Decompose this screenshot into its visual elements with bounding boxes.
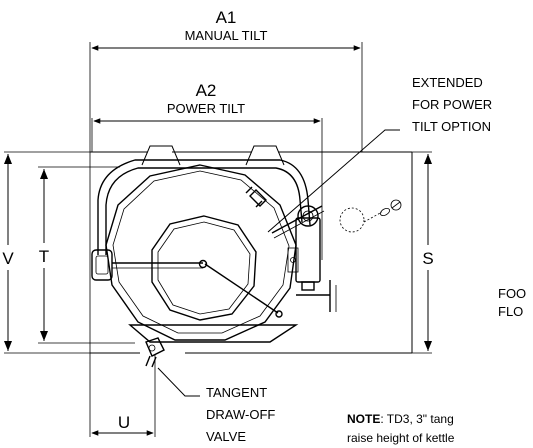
dimension-t: T xyxy=(39,169,49,341)
label-foo: FOO xyxy=(498,286,526,301)
label-power-tilt: POWER TILT xyxy=(167,101,245,116)
label-a1: A1 xyxy=(216,8,237,27)
dimension-s: S xyxy=(422,154,434,351)
dimension-v: V xyxy=(2,154,14,351)
label-u: U xyxy=(118,413,130,432)
label-t: T xyxy=(39,247,49,266)
label-draw-off: DRAW-OFF xyxy=(206,407,275,422)
callout-floor: FOO FLO xyxy=(498,286,526,319)
kettle-frame xyxy=(90,145,413,354)
kettle-body xyxy=(91,159,311,343)
dimension-a2: A2 POWER TILT xyxy=(93,81,321,124)
label-a2: A2 xyxy=(196,81,217,100)
note-line-2: raise height of kettle xyxy=(347,431,455,445)
label-v: V xyxy=(2,249,14,268)
note-line-1: NOTE: TD3, 3" tang xyxy=(347,412,454,426)
label-manual-tilt: MANUAL TILT xyxy=(185,28,268,43)
power-tilt-gearbox xyxy=(245,186,402,312)
callout-tangent: TANGENT DRAW-OFF VALVE xyxy=(206,385,275,444)
label-s: S xyxy=(422,249,433,268)
note-text-1: : TD3, 3" tang xyxy=(380,412,453,426)
dimension-u: U xyxy=(91,413,154,436)
label-valve: VALVE xyxy=(206,429,246,444)
note: NOTE: TD3, 3" tang raise height of kettl… xyxy=(347,412,455,445)
label-for-power: FOR POWER xyxy=(412,97,492,112)
note-label: NOTE xyxy=(347,412,380,426)
label-flo: FLO xyxy=(498,304,523,319)
label-extended: EXTENDED xyxy=(412,75,483,90)
dimension-a1: A1 MANUAL TILT xyxy=(91,8,361,51)
callout-extended: EXTENDED FOR POWER TILT OPTION xyxy=(412,75,492,134)
label-tilt-option: TILT OPTION xyxy=(412,119,491,134)
leader-lines xyxy=(157,129,400,397)
label-tangent: TANGENT xyxy=(206,385,267,400)
draw-off-valve xyxy=(145,337,165,368)
